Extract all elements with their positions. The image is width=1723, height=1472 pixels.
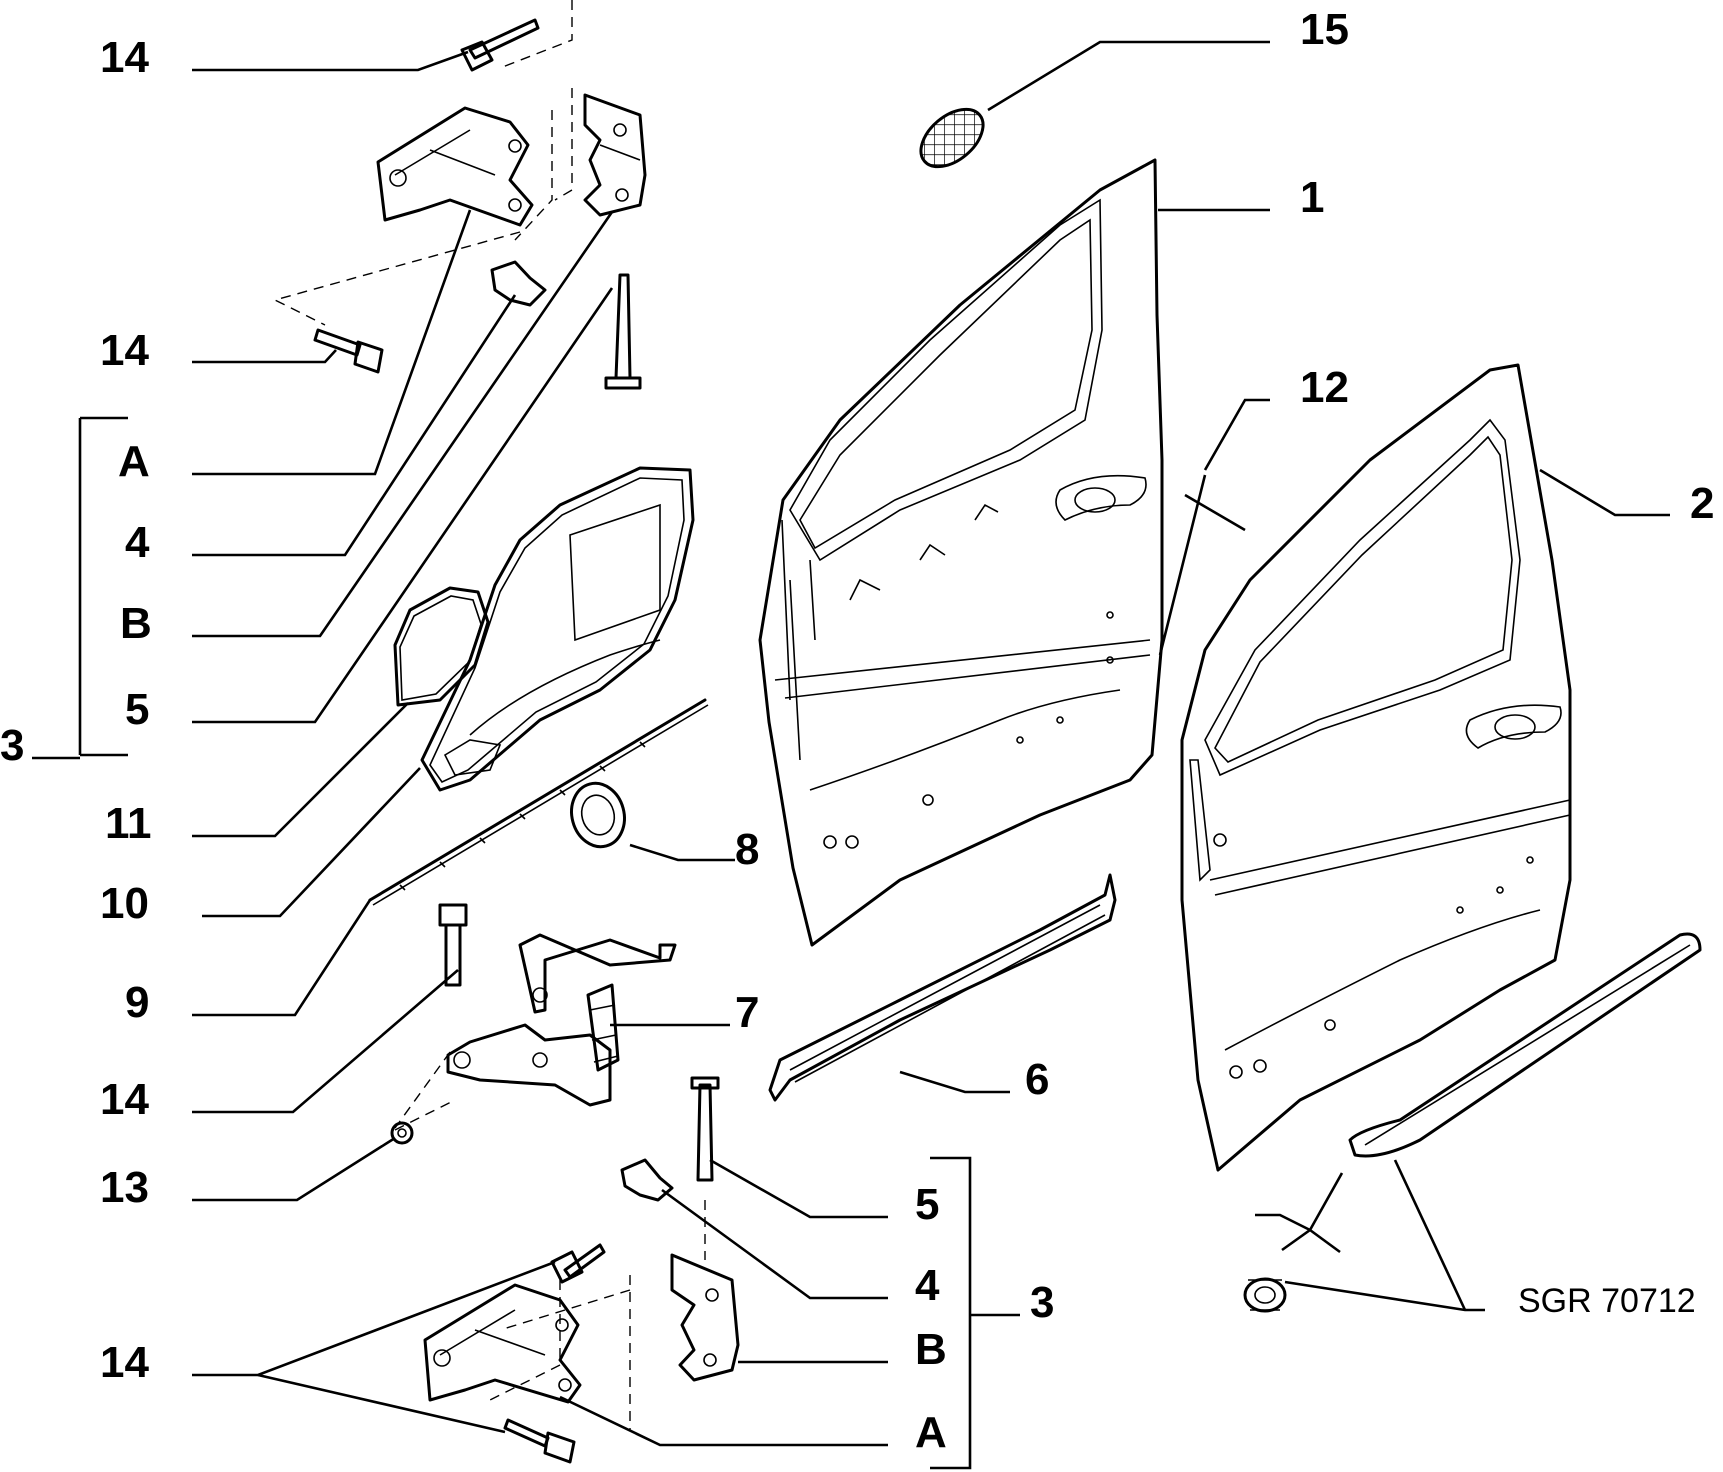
mesh-screen-part [919,107,985,169]
assembly-dashed-lines [273,0,706,1430]
label-13: 13 [100,1163,149,1212]
rear-door-shell [1180,363,1572,1172]
reference-code: SGR 70712 [1518,1282,1696,1320]
door-check-strap [446,933,677,1107]
lower-hinge-bracket-a [423,1283,582,1404]
lower-bolt-lower [503,1418,576,1464]
label-5-top: 5 [125,685,149,734]
label-4-bottom: 4 [915,1261,940,1310]
moulding-clip [1243,1277,1287,1313]
grommet-part [570,781,626,849]
label-3-left: 3 [0,721,24,770]
upper-bolt-mid [313,328,384,374]
label-15: 15 [1300,5,1349,54]
label-14-top: 14 [100,33,149,82]
lower-bolt-14 [438,903,468,987]
label-6: 6 [1025,1055,1049,1104]
leader-lines [32,40,1670,1470]
sill-trim-rail [768,873,1117,1102]
front-door-shell [758,158,1164,947]
label-4-top: 4 [125,518,150,567]
label-14-lower: 14 [100,1075,149,1124]
label-5-bottom: 5 [915,1180,939,1229]
inner-trim-panel [420,466,695,792]
nut-part [390,1121,414,1145]
label-1: 1 [1300,173,1324,222]
label-B-bottom: B [915,1325,947,1374]
label-8: 8 [735,825,759,874]
door-seal-gasket [393,586,490,707]
callout-labels: 14 15 1 14 12 2 A 3 4 B 5 11 8 10 9 7 14… [0,5,1714,1457]
upper-bolt-top [460,18,540,72]
label-7: 7 [735,988,759,1037]
side-moulding [1348,932,1702,1158]
label-3-right: 3 [1030,1278,1054,1327]
weather-strip [368,698,709,906]
label-2: 2 [1690,479,1714,528]
upper-hinge-bracket-a [376,106,534,227]
lower-clip-part [620,1158,674,1202]
label-9: 9 [125,978,149,1027]
lower-hinge-pin [690,1076,720,1182]
label-10: 10 [100,879,149,928]
label-A-top: A [118,437,150,486]
label-14-bottom: 14 [100,1338,149,1387]
upper-hinge-bracket-b [583,93,647,217]
label-11: 11 [105,799,152,848]
lower-bolt-upper [550,1243,606,1284]
label-A-bottom: A [915,1408,947,1457]
lower-hinge-bracket-b [670,1253,740,1382]
upper-clip-part [490,260,547,307]
label-B-top: B [120,599,152,648]
label-14-mid: 14 [100,326,149,375]
upper-hinge-pin [604,273,642,390]
label-12: 12 [1300,363,1349,412]
